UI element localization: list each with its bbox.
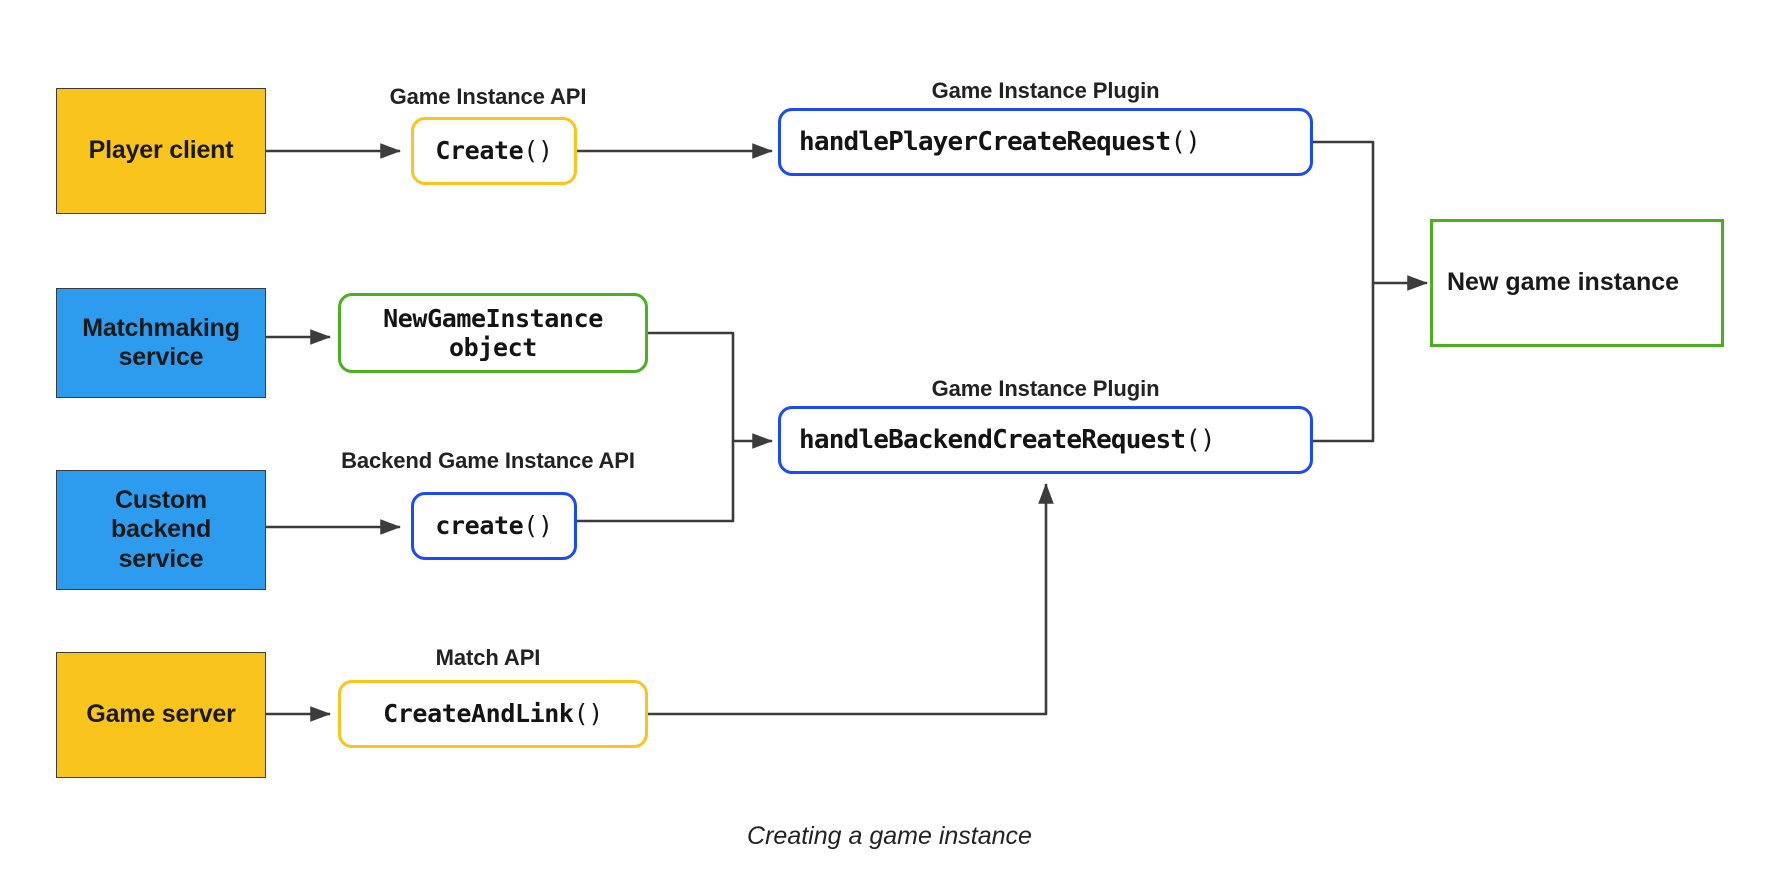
actor-player-client-label: Player client <box>88 136 234 165</box>
caption-game-instance-api: Game Instance API <box>389 84 587 109</box>
plugin-handle-backend-create-request-parens: () <box>1185 424 1216 455</box>
object-new-game-instance-line2: object <box>449 333 537 362</box>
api-create-call-name: Create <box>435 136 524 166</box>
actor-custom-backend-service-label-line1: Custom <box>115 485 207 514</box>
caption-game-instance-plugin-player: Game Instance Plugin <box>931 78 1160 103</box>
wire-createandlink-to-backend-plugin <box>648 482 1054 716</box>
actor-matchmaking-service-label-line1: Matchmaking <box>82 313 240 342</box>
caption-match-api: Match API <box>435 645 541 670</box>
api-createandlink-call[interactable]: CreateAndLink() <box>338 680 648 748</box>
api-create-call-parens: () <box>523 136 553 166</box>
api-create-lowercase-call-parens: () <box>523 511 553 541</box>
actor-game-server-label: Game server <box>86 700 236 729</box>
object-new-game-instance[interactable]: NewGameInstance object <box>338 293 648 373</box>
actor-custom-backend-service-label-line2: backend <box>110 515 212 544</box>
caption-game-instance-plugin-backend: Game Instance Plugin <box>931 376 1160 401</box>
plugin-handle-player-create-request[interactable]: handlePlayerCreateRequest() <box>778 108 1313 176</box>
result-new-game-instance-label: New game instance <box>1447 268 1680 297</box>
actor-matchmaking-service[interactable]: Matchmaking service <box>56 288 266 398</box>
figure-caption: Creating a game instance <box>747 822 1032 850</box>
plugin-handle-player-create-request-name: handlePlayerCreateRequest <box>799 126 1171 157</box>
wire-backend-plugin-to-rail <box>1313 283 1375 443</box>
actor-player-client[interactable]: Player client <box>56 88 266 214</box>
actor-matchmaking-service-label-line2: service <box>118 343 204 371</box>
plugin-handle-backend-create-request[interactable]: handleBackendCreateRequest() <box>778 406 1313 474</box>
plugin-handle-backend-create-request-name: handleBackendCreateRequest <box>799 424 1186 455</box>
plugin-handle-player-create-request-parens: () <box>1170 126 1201 157</box>
wire-object-to-backend-plugin <box>648 331 774 449</box>
api-create-lowercase-call-name: create <box>435 511 524 541</box>
actor-game-server[interactable]: Game server <box>56 652 266 778</box>
actor-custom-backend-service-label-line3: service <box>118 544 204 573</box>
actor-custom-backend-service[interactable]: Custom backend service <box>56 470 266 590</box>
caption-backend-game-instance-api: Backend Game Instance API <box>341 448 635 473</box>
api-create-lowercase-call[interactable]: create() <box>411 492 577 560</box>
api-createandlink-call-parens: () <box>573 699 604 729</box>
api-createandlink-call-name: CreateAndLink <box>383 699 574 729</box>
api-create-call[interactable]: Create() <box>411 117 577 185</box>
object-new-game-instance-line1: NewGameInstance <box>383 303 603 333</box>
wire-player-plugin-to-rail <box>1313 140 1375 283</box>
result-new-game-instance[interactable]: New game instance <box>1430 219 1724 347</box>
